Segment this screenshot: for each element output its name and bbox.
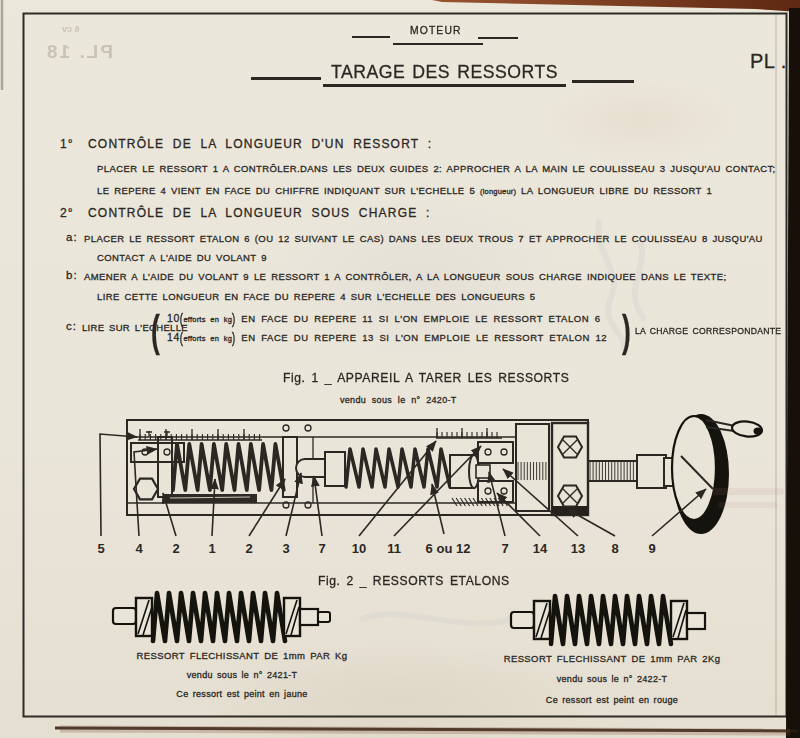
svg-text:7: 7 xyxy=(318,541,325,556)
svg-text:8: 8 xyxy=(611,541,618,556)
svg-text:6 ou 12: 6 ou 12 xyxy=(426,541,471,556)
svg-text:7: 7 xyxy=(501,541,508,556)
svg-text:11: 11 xyxy=(387,541,401,556)
svg-text:2: 2 xyxy=(172,541,179,556)
svg-text:5: 5 xyxy=(97,541,104,556)
photo-background-top xyxy=(432,0,800,12)
fig1-apparatus-drawing xyxy=(127,414,763,534)
bleed-through-marks xyxy=(360,220,645,624)
svg-text:10: 10 xyxy=(352,541,366,556)
svg-text:14: 14 xyxy=(533,541,548,556)
fig1-part-labels: 5 4 2 1 2 3 7 10 11 6 ou 12 7 14 13 8 9 xyxy=(97,541,655,556)
fig2-right-spring-drawing xyxy=(511,596,705,644)
photo-background-right xyxy=(786,8,800,738)
svg-text:3: 3 xyxy=(282,541,289,556)
svg-text:13: 13 xyxy=(571,541,585,556)
svg-text:1: 1 xyxy=(208,541,215,556)
svg-text:9: 9 xyxy=(648,541,655,556)
fig2-left-spring-drawing xyxy=(113,593,330,641)
svg-text:2: 2 xyxy=(245,541,252,556)
svg-text:4: 4 xyxy=(135,541,143,556)
